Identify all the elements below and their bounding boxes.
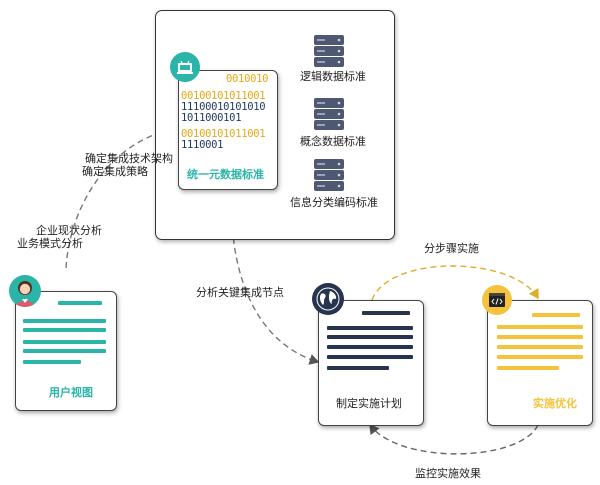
server-icon — [312, 97, 346, 131]
opt-line-6 — [497, 366, 559, 370]
plan-card — [318, 300, 424, 426]
hub-title: 统一元数据标准 — [187, 168, 264, 181]
opt-line-5 — [497, 355, 583, 359]
globe-icon — [312, 283, 344, 315]
standard-label-2: 概念数据标准 — [300, 135, 366, 148]
binary-line: 1110001 — [181, 139, 224, 151]
optimize-card — [487, 300, 593, 426]
plan-title: 制定实施计划 — [336, 397, 402, 410]
opt-line-4 — [497, 345, 583, 349]
edge-user-to-hub — [65, 123, 180, 269]
edge-label-user-1: 企业现状分析 — [36, 224, 102, 237]
plan-line-1 — [362, 311, 410, 315]
binary-line: 11100010101010 — [181, 101, 266, 113]
optimize-title: 实施优化 — [533, 397, 577, 410]
edge-label-hub-in-2: 确定集成策略 — [82, 165, 148, 178]
code-icon — [482, 285, 512, 315]
standard-label-3: 信息分类编码标准 — [290, 196, 378, 209]
user-avatar-icon — [9, 275, 41, 307]
edge-label-user-2: 业务模式分析 — [17, 237, 83, 250]
edge-label-hub-to-plan: 分析关键集成节点 — [196, 286, 284, 299]
user-line-3 — [23, 328, 106, 332]
edge-plan-to-opt — [371, 265, 539, 301]
opt-line-1 — [532, 313, 580, 317]
user-line-4 — [23, 340, 106, 344]
opt-line-2 — [497, 325, 583, 329]
user-line-2 — [23, 319, 106, 323]
standard-label-1: 逻辑数据标准 — [300, 70, 366, 83]
binary-line: 00100101011001 — [181, 90, 266, 102]
user-line-5 — [23, 349, 106, 353]
hub-card — [178, 70, 278, 190]
cart-icon — [170, 52, 200, 82]
user-view-title: 用户视图 — [49, 386, 93, 399]
user-line-6 — [23, 360, 81, 364]
plan-line-2 — [327, 326, 413, 330]
server-icon — [312, 34, 346, 68]
edge-hub-to-plan — [230, 187, 320, 365]
edge-label-plan-to-opt: 分步骤实施 — [424, 242, 479, 255]
server-icon — [312, 158, 346, 192]
binary-line: 0010010 — [226, 73, 269, 85]
plan-line-5 — [327, 355, 413, 359]
edge-label-hub-in-1: 确定集成技术架构 — [85, 152, 173, 165]
edge-opt-to-plan — [369, 423, 539, 455]
plan-line-4 — [327, 345, 413, 349]
binary-line: 1011000101 — [181, 112, 242, 124]
user-line-1 — [58, 301, 102, 305]
edge-label-opt-to-plan: 监控实施效果 — [415, 467, 481, 480]
plan-line-3 — [327, 335, 413, 339]
binary-line: 00100101011001 — [181, 128, 266, 140]
plan-line-6 — [327, 366, 389, 370]
opt-line-3 — [497, 335, 583, 339]
